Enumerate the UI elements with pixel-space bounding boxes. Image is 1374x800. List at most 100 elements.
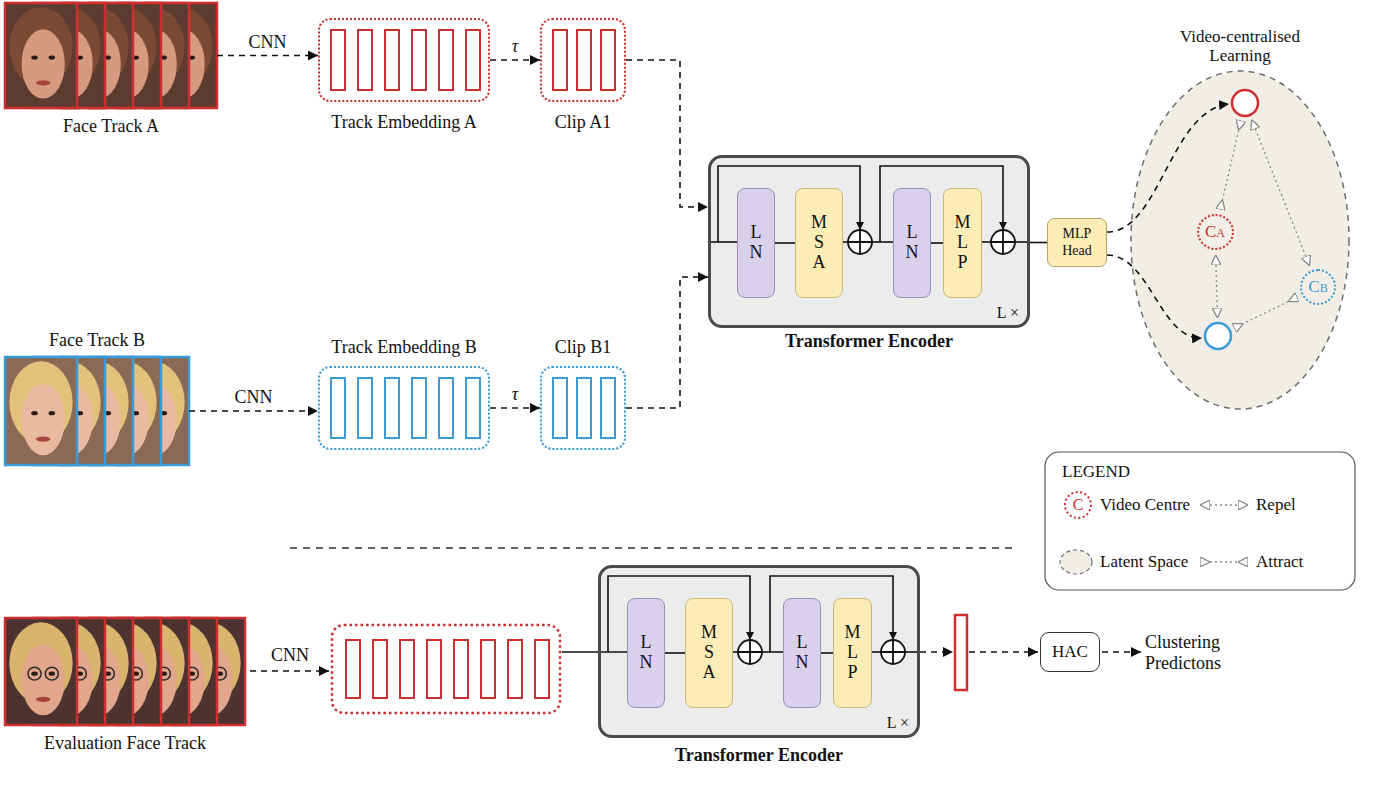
- eye: [49, 672, 55, 676]
- embedding-box: [332, 625, 560, 713]
- legend-heading: LEGEND: [1062, 462, 1130, 482]
- node-label: MLP: [844, 623, 862, 682]
- embedding-bar: [358, 30, 372, 90]
- node-label: Transformer Encoder: [675, 745, 843, 766]
- embedding-bar: [358, 378, 372, 438]
- embedding-box: Track Embedding B: [318, 366, 490, 450]
- embedding-bar: [400, 640, 414, 698]
- add-symbol: [991, 230, 1015, 254]
- attract-link: [1220, 121, 1241, 210]
- attention-block: MSA: [685, 598, 733, 708]
- face-skin: [22, 29, 65, 98]
- embedding-bar: [439, 30, 453, 90]
- face-track-illustration: [5, 3, 217, 108]
- embedding-bars: [346, 640, 549, 698]
- embedding-bar: [346, 640, 360, 698]
- edge-label: τ: [510, 384, 520, 405]
- latent-space-ellipse: Video-centralised LearningCACB: [1130, 70, 1350, 410]
- node-label: Face Track A: [63, 116, 159, 137]
- embedding-bar: [385, 30, 399, 90]
- norm-block: LN: [783, 598, 821, 708]
- mlp-head-box: MLP Head: [1047, 218, 1107, 267]
- embedding-bar: [412, 378, 426, 438]
- connector-line: [872, 651, 881, 653]
- mlp-block: MLP: [833, 598, 872, 708]
- output-label: Clustering Predictons: [1145, 632, 1245, 673]
- legend-attract-sample: [1200, 561, 1248, 562]
- flow-connector: [775, 242, 795, 244]
- embedding-bar: [553, 30, 567, 90]
- node-label: LN: [793, 633, 811, 673]
- embedding-bar: [385, 378, 399, 438]
- output-embedding: [955, 615, 967, 690]
- embedding-bar: [331, 378, 345, 438]
- embedding-bars: [331, 378, 480, 438]
- legend-entry: Video Centre: [1100, 495, 1190, 515]
- embedding-bar: [427, 640, 441, 698]
- connector-line: [982, 241, 991, 243]
- face-track-illustration: [5, 357, 189, 465]
- node-label: Video-centralised Learning: [1165, 27, 1315, 66]
- legend-entry: Latent Space: [1100, 552, 1188, 572]
- clip-box: Clip B1: [540, 366, 626, 450]
- latent-space-fill: [1131, 71, 1349, 409]
- embedding-bar: [535, 640, 549, 698]
- face-frame: [5, 3, 77, 108]
- video-centre-circle: CB: [1300, 269, 1336, 305]
- edge-label: CNN: [232, 387, 274, 408]
- embedding-box: Track Embedding A: [318, 18, 490, 102]
- edge-label: CNN: [246, 32, 288, 53]
- eye: [49, 411, 55, 415]
- legend-repel-sample: [1200, 504, 1248, 505]
- node-label: Transformer Encoder: [785, 331, 953, 352]
- mouth: [36, 436, 50, 441]
- face-border: [5, 357, 77, 465]
- output-arrow: [920, 651, 953, 653]
- face-border: [5, 3, 77, 108]
- norm-block: LN: [737, 188, 775, 298]
- flow-connector: [931, 242, 943, 244]
- face-track-stack: Face Track A: [5, 3, 217, 108]
- eye: [31, 56, 37, 60]
- add-symbol: [738, 640, 762, 664]
- node-label: MSA: [810, 213, 828, 272]
- flow-connector: [626, 60, 708, 207]
- embedding-bar: [373, 640, 387, 698]
- encoder-fill: [600, 567, 919, 737]
- repel-link: [1252, 120, 1310, 266]
- embedding-bar: [466, 378, 480, 438]
- embedding-bar: [466, 30, 480, 90]
- node-label: LN: [903, 223, 921, 263]
- mouth: [36, 80, 50, 85]
- face-track-stack: Face Track B: [5, 357, 189, 465]
- input-line: [562, 651, 627, 653]
- output-arrow: [969, 651, 1038, 653]
- face-background: [5, 3, 77, 108]
- embedding-bars: [553, 30, 615, 90]
- flow-connector: [217, 55, 318, 57]
- node-label: Track Embedding B: [331, 337, 476, 358]
- embedding-bar: [439, 378, 453, 438]
- embedding-bar: [601, 378, 615, 438]
- flow-connector: [490, 59, 540, 61]
- node-label: Clip B1: [555, 337, 612, 358]
- add-circle: [881, 640, 905, 664]
- projection-arrow: [1107, 104, 1229, 232]
- add-circle: [991, 230, 1015, 254]
- latent-space-border: [1131, 71, 1349, 409]
- latent-space-content: [1131, 71, 1349, 409]
- node-label: HAC: [1052, 642, 1088, 662]
- clip-box: Clip A1: [540, 18, 626, 102]
- node-label: MSA: [700, 623, 718, 682]
- encoder-box: Transformer EncoderL ×LNMSALNMLP: [598, 565, 920, 738]
- face-track-stack: Evaluation Face Track: [5, 618, 245, 725]
- embedding-bar: [454, 640, 468, 698]
- clustering-box: HAC: [1040, 632, 1100, 672]
- face-track-illustration: [5, 618, 245, 725]
- embedding-bar: [412, 30, 426, 90]
- attention-block: MSA: [795, 188, 843, 298]
- arrow-label: CNN: [271, 645, 309, 666]
- section-separator: [290, 547, 1015, 549]
- embedding-bar: [577, 378, 591, 438]
